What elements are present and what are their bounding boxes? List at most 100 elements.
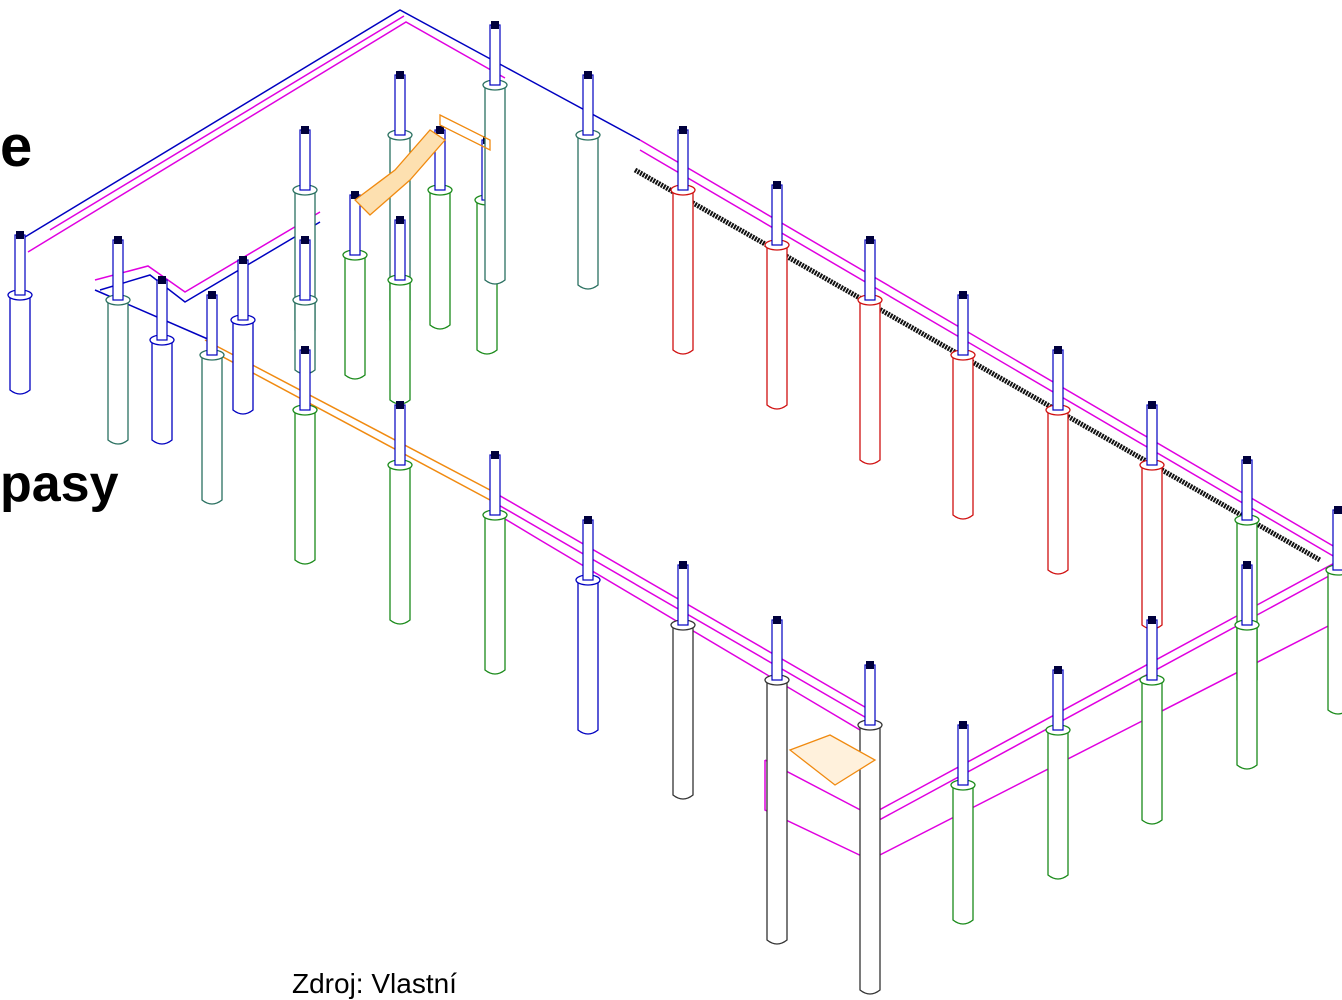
column-shaft-21 xyxy=(766,680,788,945)
column-stub-14 xyxy=(489,24,501,86)
column-stub-0 xyxy=(14,234,26,296)
beam-line-5 xyxy=(94,211,321,293)
beam-line-14 xyxy=(869,569,1341,826)
column-stub-4 xyxy=(237,259,249,321)
column-stub-18 xyxy=(677,129,689,191)
column-stub-26 xyxy=(1052,349,1064,411)
column-shaft-1 xyxy=(107,300,129,445)
column-shaft-26 xyxy=(1047,410,1069,575)
beam-line-2 xyxy=(49,15,405,231)
column-stub-2 xyxy=(156,279,168,341)
column-shaft-11 xyxy=(389,465,411,625)
heading-fragment-top: e xyxy=(0,114,33,179)
column-stub-29 xyxy=(1146,619,1158,681)
column-stub-15 xyxy=(489,454,501,516)
column-cap-17 xyxy=(584,516,592,524)
column-stub-32 xyxy=(1332,509,1342,571)
beam-line-4 xyxy=(639,149,1341,561)
column-shaft-8 xyxy=(344,255,366,380)
column-shaft-15 xyxy=(484,515,506,675)
column-shaft-14 xyxy=(484,85,506,285)
column-shaft-27 xyxy=(1047,730,1069,880)
column-shaft-17 xyxy=(577,580,599,735)
column-shaft-20 xyxy=(766,245,788,410)
column-stub-20 xyxy=(771,184,783,246)
column-shaft-7 xyxy=(294,410,316,565)
column-stub-5 xyxy=(299,129,311,191)
column-shaft-10 xyxy=(389,280,411,405)
beam-line-13 xyxy=(869,559,1341,816)
column-shaft-12 xyxy=(429,190,451,330)
column-cap-26 xyxy=(1054,346,1062,354)
column-stub-25 xyxy=(957,724,969,786)
staircase-lower xyxy=(788,734,877,786)
column-cap-27 xyxy=(1054,666,1062,674)
column-stub-17 xyxy=(582,519,594,581)
staircase-upper xyxy=(354,129,446,216)
column-cap-18 xyxy=(679,126,687,134)
beam-line-15 xyxy=(869,619,1341,861)
column-cap-20 xyxy=(773,181,781,189)
column-cap-3 xyxy=(208,291,216,299)
rebar-hatch xyxy=(633,167,1322,563)
column-stub-23 xyxy=(864,664,876,726)
column-stub-30 xyxy=(1241,459,1253,521)
column-shaft-19 xyxy=(672,625,694,800)
column-cap-6 xyxy=(301,236,309,244)
column-cap-10 xyxy=(396,216,404,224)
column-cap-16 xyxy=(584,71,592,79)
beam-line-17 xyxy=(764,760,871,861)
column-cap-31 xyxy=(1243,561,1251,569)
column-stub-22 xyxy=(864,239,876,301)
column-cap-4 xyxy=(239,256,247,264)
column-cap-23 xyxy=(866,661,874,669)
column-shaft-28 xyxy=(1141,465,1163,630)
column-cap-22 xyxy=(866,236,874,244)
column-shaft-24 xyxy=(952,355,974,520)
column-stub-11 xyxy=(394,404,406,466)
beam-line-6 xyxy=(99,221,321,303)
column-stub-28 xyxy=(1146,404,1158,466)
column-stub-1 xyxy=(112,239,124,301)
source-caption: Zdroj: Vlastní xyxy=(292,968,457,999)
column-shaft-31 xyxy=(1236,625,1258,770)
column-cap-1 xyxy=(114,236,122,244)
column-cap-32 xyxy=(1334,506,1342,514)
column-stub-9 xyxy=(394,74,406,136)
column-stub-21 xyxy=(771,619,783,681)
column-shaft-2 xyxy=(151,340,173,445)
column-shaft-29 xyxy=(1141,680,1163,825)
column-stub-27 xyxy=(1052,669,1064,731)
column-cap-0 xyxy=(16,231,24,239)
column-cap-25 xyxy=(959,721,967,729)
column-stub-3 xyxy=(206,294,218,356)
column-shaft-25 xyxy=(952,785,974,925)
column-shaft-3 xyxy=(201,355,223,505)
column-cap-15 xyxy=(491,451,499,459)
column-cap-21 xyxy=(773,616,781,624)
column-cap-24 xyxy=(959,291,967,299)
column-cap-19 xyxy=(679,561,687,569)
column-shaft-18 xyxy=(672,190,694,355)
column-stub-24 xyxy=(957,294,969,356)
column-cap-30 xyxy=(1243,456,1251,464)
beam-line-9 xyxy=(209,349,491,501)
heading-fragment-bottom: pasy xyxy=(0,455,119,513)
column-cap-5 xyxy=(301,126,309,134)
column-stub-31 xyxy=(1241,564,1253,626)
beam-line-0 xyxy=(19,9,641,241)
column-cap-7 xyxy=(301,346,309,354)
column-stub-16 xyxy=(582,74,594,136)
column-stub-10 xyxy=(394,219,406,281)
column-shaft-4 xyxy=(232,320,254,415)
staircase-upper-landing xyxy=(439,113,491,152)
column-cap-2 xyxy=(158,276,166,284)
column-stub-7 xyxy=(299,349,311,411)
column-cap-9 xyxy=(396,71,404,79)
column-shaft-22 xyxy=(859,300,881,465)
column-shaft-16 xyxy=(577,135,599,290)
column-cap-11 xyxy=(396,401,404,409)
column-shaft-0 xyxy=(9,295,31,395)
